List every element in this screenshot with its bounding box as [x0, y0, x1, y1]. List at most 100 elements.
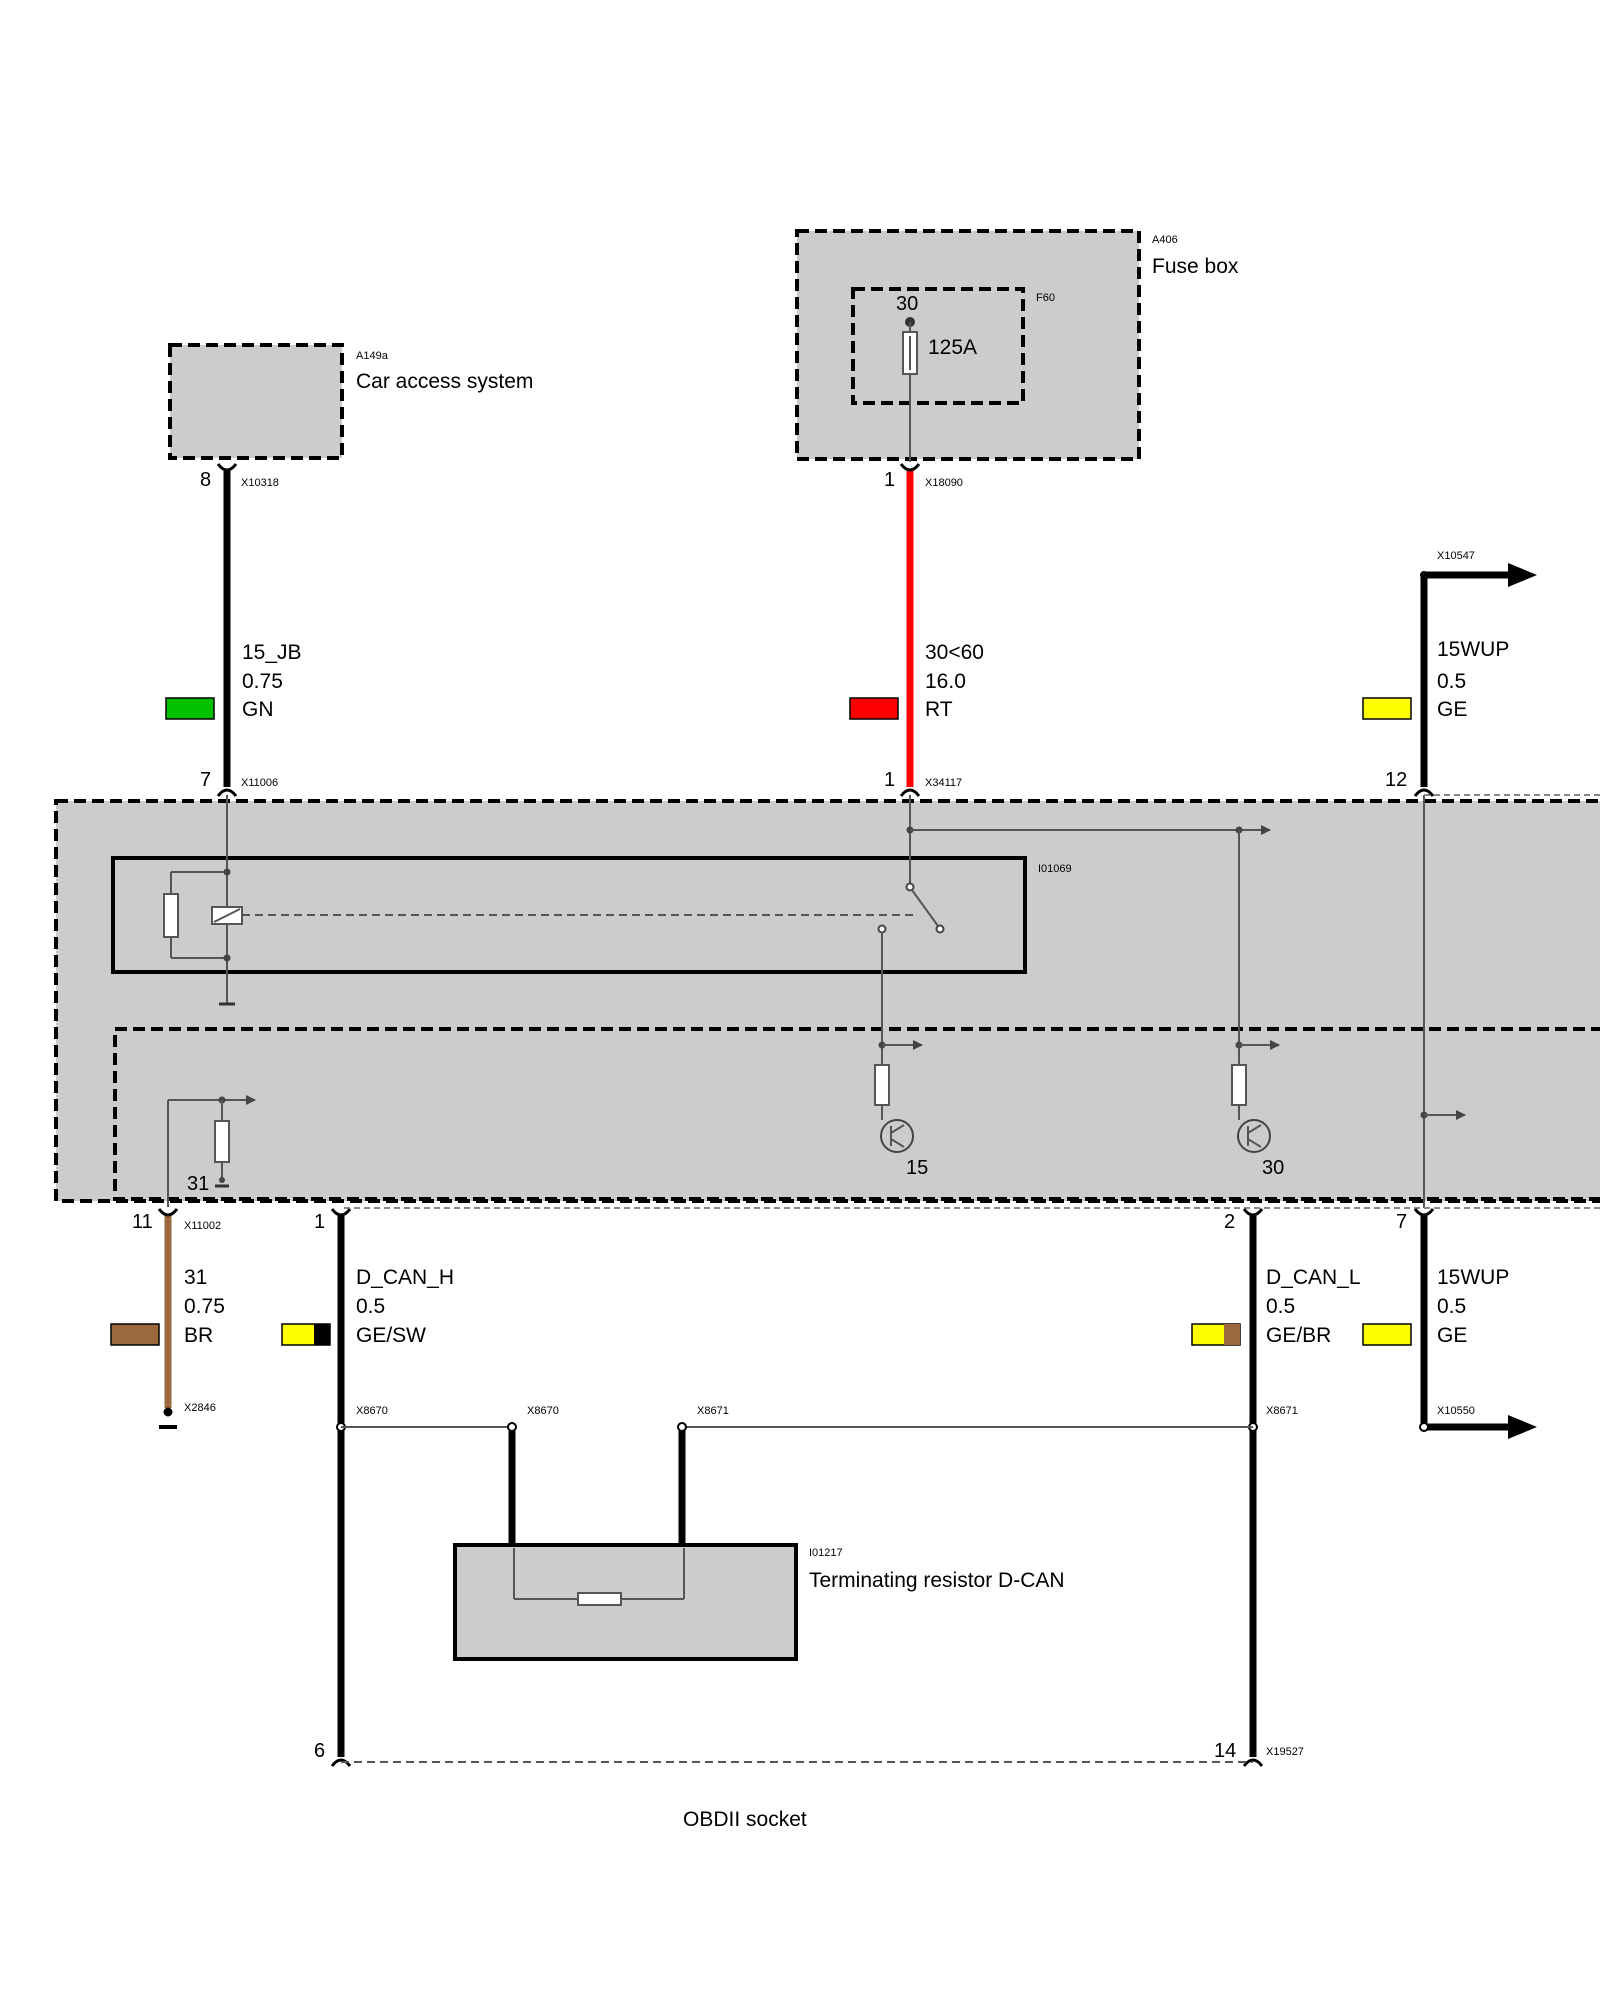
fuse-box: A406 Fuse box F60 30 125A	[795, 229, 1239, 462]
pin-jb-15wup: 12	[1385, 769, 1407, 791]
pin-jb-15wup-out: 7	[1396, 1211, 1407, 1233]
connector-x2846: X2846	[184, 1402, 216, 1414]
transistor-30-label: 30	[1262, 1157, 1284, 1179]
wire-canl-stripe	[1224, 1324, 1240, 1345]
connector-x10547: X10547	[1437, 550, 1475, 562]
wire-31-size: 0.75	[184, 1295, 225, 1318]
wire-30[interactable]	[899, 463, 921, 797]
wire-canh-signal: D_CAN_H	[356, 1266, 454, 1289]
wire-15wup-top-swatch	[1362, 697, 1412, 720]
connector-x34117: X34117	[925, 777, 962, 789]
wire-15jb-signal: 15_JB	[242, 641, 302, 664]
wire-30-size: 16.0	[925, 670, 966, 693]
connector-x8671-a: X8671	[697, 1405, 729, 1417]
wire-15wup-top-color-code: GE	[1437, 698, 1467, 721]
car-access-id: A149a	[356, 350, 389, 362]
control-unit-internals: 31 15 30	[167, 794, 1600, 1209]
resistor-icon	[577, 1592, 622, 1606]
pin-jb-31: 11	[132, 1211, 153, 1233]
fuse-box-label: Fuse box	[1152, 255, 1239, 278]
wire-canl-size: 0.5	[1266, 1295, 1295, 1318]
terminating-resistor-id: I01217	[809, 1547, 843, 1559]
connector-x8671-b: X8671	[1266, 1405, 1298, 1417]
wire-15jb-size: 0.75	[242, 670, 283, 693]
transistor-15-icon	[880, 1119, 914, 1153]
wire-31-color-code: BR	[184, 1324, 213, 1347]
wire-15jb[interactable]	[216, 463, 238, 797]
arrow-right-icon	[1508, 563, 1537, 587]
pin-car-access-out: 8	[200, 469, 211, 491]
relay-resistor-icon	[163, 893, 179, 938]
junction-box: I01069	[54, 799, 1600, 1203]
wire-can-h[interactable]	[330, 1208, 352, 1767]
connector-x8670-a: X8670	[356, 1405, 388, 1417]
wire-15wup-bottom-swatch	[1362, 1323, 1412, 1346]
arrow-right-icon-bottom	[1508, 1415, 1537, 1439]
fuse-id: F60	[1036, 292, 1055, 304]
wire-canh-size: 0.5	[356, 1295, 385, 1318]
wire-label-30: 30<60 16.0 RT	[849, 641, 984, 721]
wire-15wup-top[interactable]	[1413, 563, 1537, 797]
fuse-rating: 125A	[928, 336, 977, 359]
wire-can-l[interactable]	[1242, 1208, 1264, 1767]
connector-x10318: X10318	[241, 477, 279, 489]
wire-30-swatch	[849, 697, 899, 720]
wire-15wup-bottom-color-code: GE	[1437, 1324, 1467, 1347]
wire-15wup-bottom-signal: 15WUP	[1437, 1266, 1509, 1289]
pin-obd-canh: 6	[314, 1740, 325, 1762]
pin-jb-canh: 1	[314, 1211, 325, 1233]
terminating-resistor-label: Terminating resistor D-CAN	[809, 1569, 1065, 1592]
relay-internals	[163, 795, 1271, 1065]
connector-x8670-b: X8670	[527, 1405, 559, 1417]
car-access-system: A149a Car access system	[168, 343, 533, 460]
wire-label-15wup-bottom: 15WUP 0.5 GE	[1362, 1266, 1509, 1347]
wire-label-can-h: D_CAN_H 0.5 GE/SW	[281, 1266, 454, 1347]
wire-15jb-swatch	[165, 697, 215, 720]
wire-canh-stripe	[314, 1324, 330, 1345]
fuse-terminal-label: 30	[896, 293, 918, 315]
connector-labels: X10318 X18090 X10547 X11006 X34117 X1100…	[184, 477, 1475, 1758]
obd-socket-label: OBDII socket	[683, 1808, 807, 1831]
wire-canl-signal: D_CAN_L	[1266, 1266, 1361, 1289]
wire-label-can-l: D_CAN_L 0.5 GE/BR	[1191, 1266, 1361, 1347]
wire-30-signal: 30<60	[925, 641, 984, 664]
connector-x19527: X19527	[1266, 1746, 1304, 1758]
wire-31-signal: 31	[184, 1266, 207, 1289]
pin-fuse-out: 1	[884, 469, 895, 491]
relay-id: I01069	[1038, 863, 1072, 875]
connector-x11006: X11006	[241, 777, 278, 789]
wire-15wup-bottom-size: 0.5	[1437, 1295, 1466, 1318]
wire-canh-color-code: GE/SW	[356, 1324, 426, 1347]
wire-30-color-code: RT	[925, 698, 953, 721]
wire-31[interactable]	[157, 1208, 179, 1429]
wire-label-15wup-top: 15WUP 0.5 GE	[1362, 638, 1509, 721]
ground-31-label: 31	[187, 1173, 209, 1195]
pin-jb-canl: 2	[1224, 1211, 1235, 1233]
fuse-box-id: A406	[1152, 234, 1178, 246]
control-unit-resistor-icon	[214, 1120, 230, 1163]
wire-31-swatch	[110, 1323, 160, 1346]
pin-jb-15jb: 7	[200, 769, 211, 791]
wire-15jb-color-code: GN	[242, 698, 274, 721]
wire-15wup-top-size: 0.5	[1437, 670, 1466, 693]
fuse-f60-box	[851, 287, 1025, 405]
terminating-resistor: I01217 Terminating resistor D-CAN	[341, 1422, 1253, 1661]
wire-label-15jb: 15_JB 0.75 GN	[165, 641, 302, 721]
control-unit-box	[113, 1027, 1600, 1201]
wire-15wup-top-signal: 15WUP	[1437, 638, 1509, 661]
wire-canl-color-code: GE/BR	[1266, 1324, 1331, 1347]
relay-switch-icon	[905, 882, 915, 892]
transistor-15-label: 15	[906, 1157, 928, 1179]
obd-socket: OBDII socket	[341, 1761, 1253, 1831]
transistor-30-icon	[1237, 1119, 1271, 1153]
connector-x10550: X10550	[1437, 1405, 1475, 1417]
connector-x18090: X18090	[925, 477, 963, 489]
wire-label-31: 31 0.75 BR	[110, 1266, 225, 1347]
pin-obd-canl: 14	[1214, 1740, 1236, 1762]
connector-x11002: X11002	[184, 1220, 221, 1232]
wire-15wup-bottom[interactable]	[1413, 1208, 1537, 1439]
pin-labels: 8 1 7 1 12 11 1 2 7 6 14	[132, 469, 1407, 1762]
car-access-label: Car access system	[356, 370, 533, 393]
pin-jb-30: 1	[884, 769, 895, 791]
